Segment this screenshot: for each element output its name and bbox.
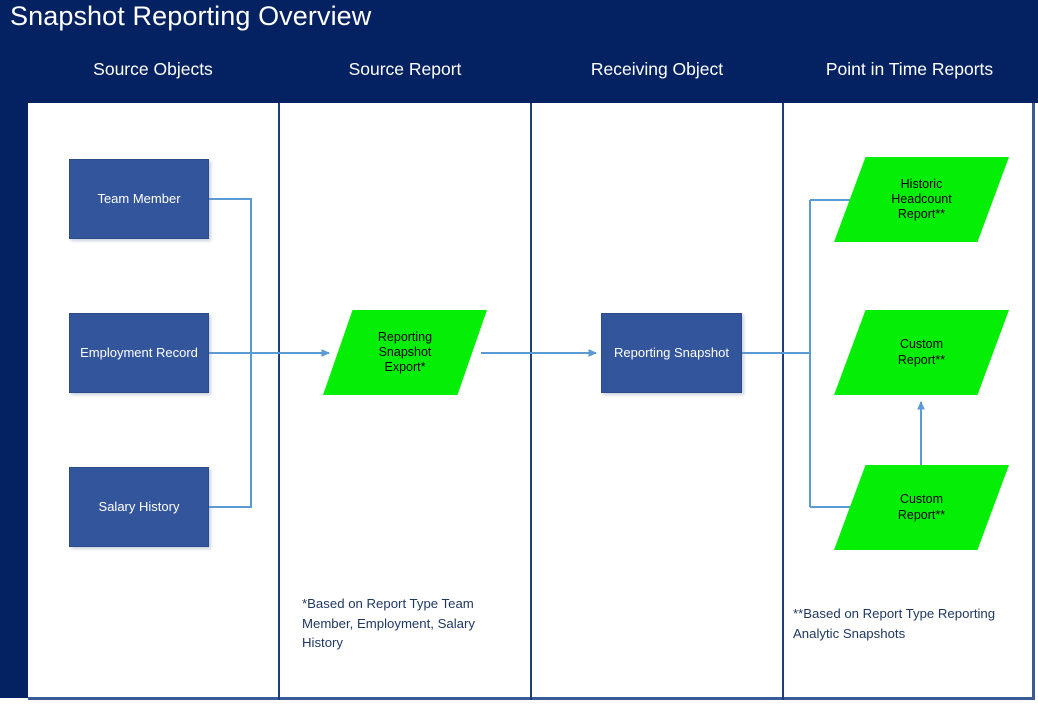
node-employment-record-label: Employment Record — [80, 345, 198, 361]
left-navy-margin — [0, 103, 28, 698]
node-reporting-snapshot[interactable]: Reporting Snapshot — [601, 313, 742, 393]
node-team-member[interactable]: Team Member — [69, 159, 209, 239]
column-header-point-in-time-reports: Point in Time Reports — [825, 59, 994, 79]
column-divider-3 — [782, 103, 784, 700]
column-divider-2 — [530, 103, 532, 700]
footnote-double-star: **Based on Report Type Reporting Analyti… — [793, 606, 996, 641]
column-header-source-objects: Source Objects — [93, 59, 213, 79]
node-employment-record[interactable]: Employment Record — [69, 313, 209, 393]
column-header-source-report: Source Report — [348, 59, 462, 79]
footnote-single-star: *Based on Report Type Team Member, Emplo… — [302, 596, 475, 651]
node-reporting-snapshot-label: Reporting Snapshot — [614, 345, 729, 361]
node-team-member-label: Team Member — [97, 191, 181, 207]
column-divider-1 — [278, 103, 280, 700]
node-salary-history[interactable]: Salary History — [69, 467, 209, 547]
header-band — [0, 0, 1038, 103]
column-header-receiving-object: Receiving Object — [590, 59, 724, 79]
page-title: Snapshot Reporting Overview — [10, 1, 372, 31]
node-salary-history-label: Salary History — [98, 499, 180, 515]
